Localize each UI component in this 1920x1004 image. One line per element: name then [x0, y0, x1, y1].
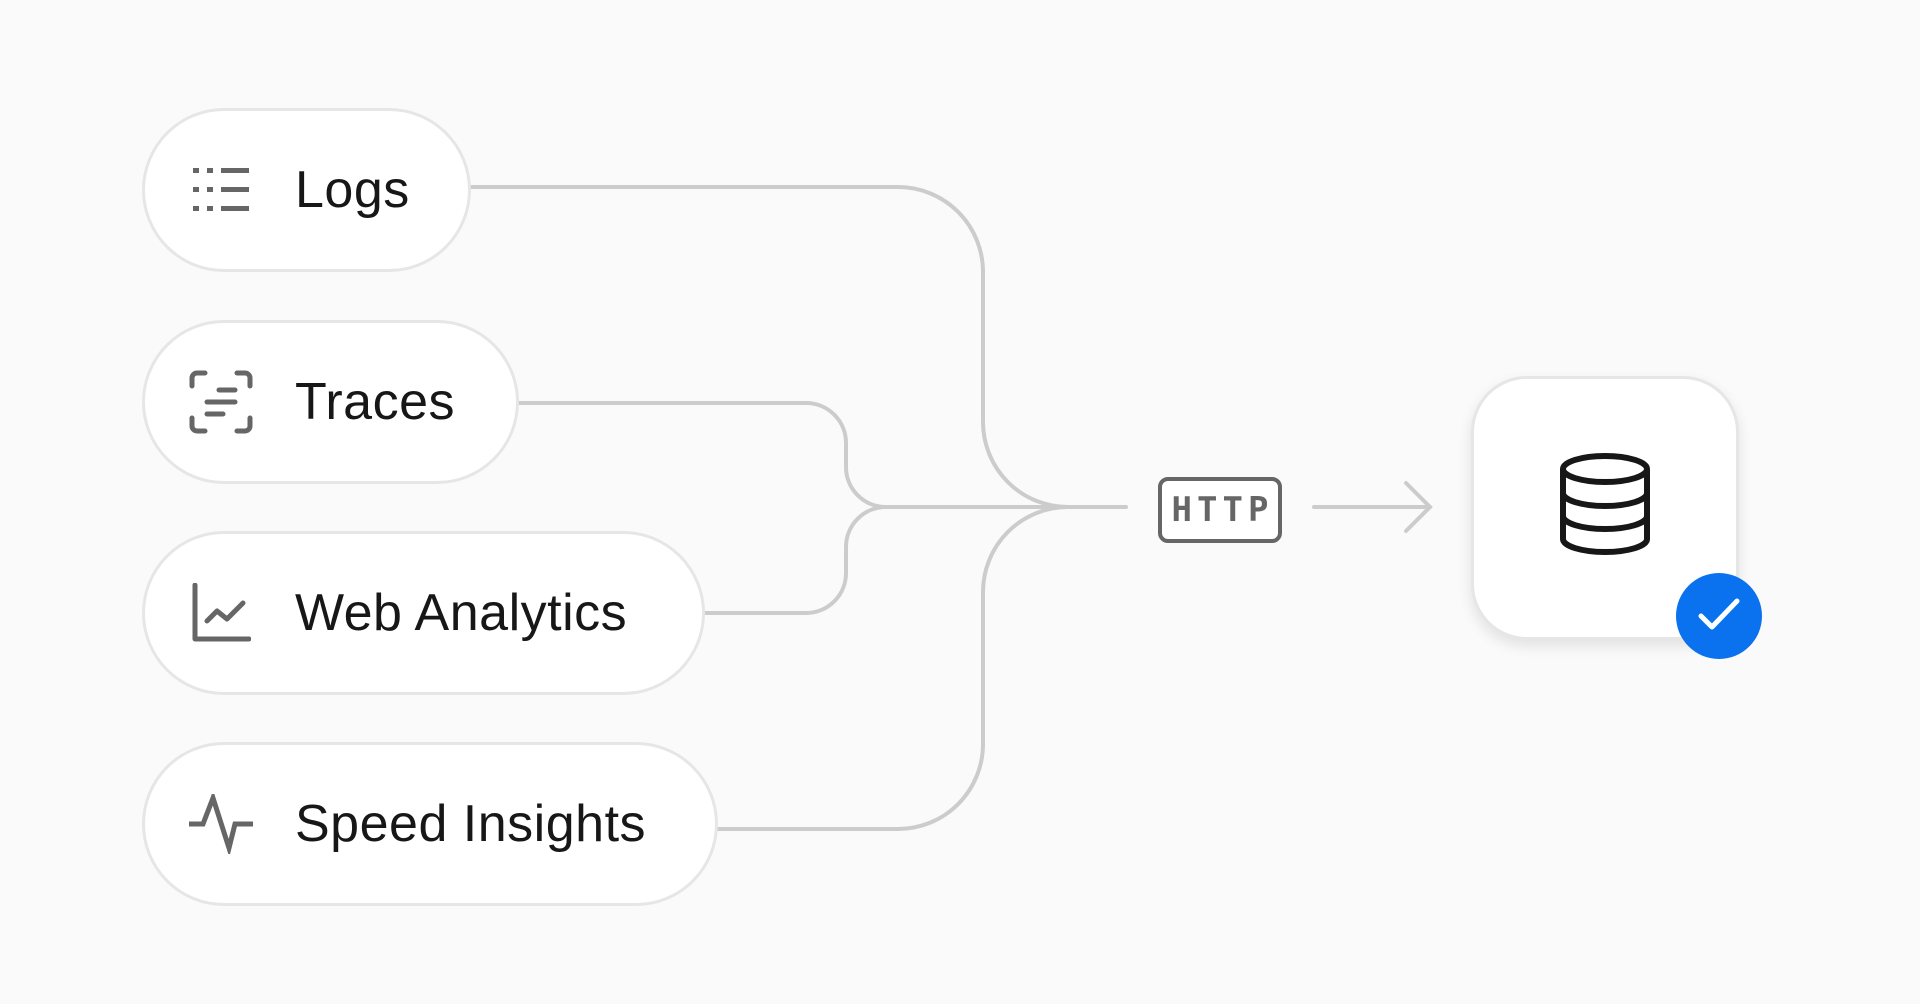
arrow-head-icon — [1404, 481, 1433, 533]
source-label-traces: Traces — [295, 373, 455, 431]
line-chart-icon — [189, 581, 253, 645]
pulse-icon — [189, 792, 253, 856]
database-icon — [1557, 452, 1653, 564]
source-pill-traces[interactable]: Traces — [142, 320, 519, 484]
source-pill-web-analytics[interactable]: Web Analytics — [142, 531, 705, 695]
connector-logs — [469, 185, 1070, 509]
http-protocol-badge: HTTP — [1158, 477, 1282, 543]
connector-speed-insights — [716, 505, 1070, 831]
source-pill-speed-insights[interactable]: Speed Insights — [142, 742, 718, 906]
traces-scan-icon — [189, 370, 253, 434]
list-icon — [189, 158, 253, 222]
source-label-web-analytics: Web Analytics — [295, 584, 628, 642]
source-pill-logs[interactable]: Logs — [142, 108, 471, 272]
source-label-logs: Logs — [295, 161, 410, 219]
connector-traces — [517, 401, 888, 509]
success-check-badge — [1676, 573, 1762, 659]
connector-web-analytics — [703, 505, 888, 615]
source-label-speed-insights: Speed Insights — [295, 795, 647, 853]
check-icon — [1697, 596, 1741, 637]
